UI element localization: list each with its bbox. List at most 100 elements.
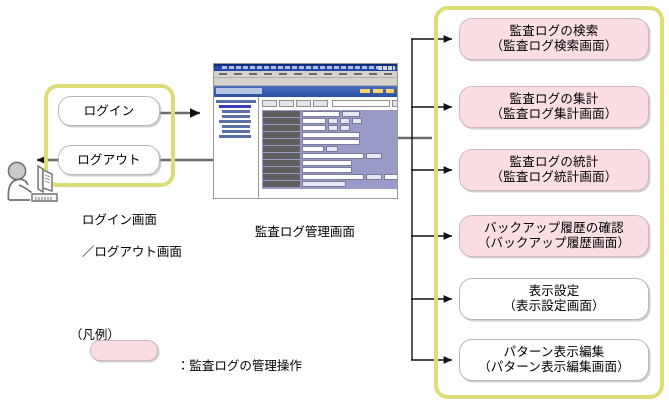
node-audit-log-search-line2: （監査ログ検索画面） xyxy=(490,39,618,53)
thumbnail-tree-item xyxy=(219,135,251,138)
thumbnail-form-label xyxy=(263,132,300,138)
thumbnail-tree-item xyxy=(222,130,250,133)
thumbnail-form-row xyxy=(263,118,397,124)
login-logout-caption: ログイン画面 ／ログアウト画面 xyxy=(68,196,182,276)
legend-swatch-audit-operation xyxy=(90,340,158,361)
thumbnail-toolbar xyxy=(214,78,397,91)
thumbnail-form-select xyxy=(328,118,338,124)
thumbnail-form-label xyxy=(263,139,300,145)
thumbnail-app-links xyxy=(360,89,394,93)
login-logout-caption-line1: ログイン画面 xyxy=(81,213,157,227)
thumbnail-form-row xyxy=(263,153,397,159)
thumbnail-form-select xyxy=(342,111,360,117)
node-audit-log-statistics-line2: （監査ログ統計画面） xyxy=(490,170,618,184)
thumbnail-button xyxy=(313,100,328,107)
thumbnail-form-row xyxy=(263,160,397,166)
node-display-settings[interactable]: 表示設定 （表示設定画面） xyxy=(459,278,649,320)
thumbnail-form-row xyxy=(263,167,397,173)
thumbnail-button xyxy=(392,100,397,107)
thumbnail-menubar xyxy=(214,71,397,78)
thumbnail-form-label xyxy=(263,160,300,166)
center-caption: 監査ログ管理画面 xyxy=(241,208,355,256)
thumbnail-form-select xyxy=(366,174,382,180)
thumbnail-form-field xyxy=(302,167,352,173)
legend-entry-label: 監査ログの管理操作 xyxy=(189,359,302,373)
thumbnail-titlebar xyxy=(214,64,397,71)
thumbnail-body xyxy=(214,97,397,198)
thumbnail-form-select xyxy=(326,146,338,152)
node-pattern-display-edit-line1: パターン表示編集 xyxy=(503,345,605,359)
node-audit-log-search-line1: 監査ログの検索 xyxy=(509,24,599,38)
thumbnail-form-label xyxy=(263,181,300,187)
thumbnail-tree-item xyxy=(222,115,250,118)
thumbnail-button-row xyxy=(262,100,397,107)
thumbnail-form-select xyxy=(340,118,350,124)
legend-heading-text: （凡例） xyxy=(69,328,120,342)
thumbnail-form-select xyxy=(328,125,338,131)
node-audit-log-statistics[interactable]: 監査ログの統計 （監査ログ統計画面） xyxy=(459,149,649,191)
thumbnail-form-row xyxy=(263,174,397,180)
audit-log-functions-group-frame xyxy=(434,6,664,399)
thumbnail-form-grid xyxy=(262,110,397,189)
node-logout[interactable]: ログアウト xyxy=(58,145,160,175)
thumbnail-form-field xyxy=(302,132,360,138)
audit-log-management-screen-thumbnail[interactable] xyxy=(213,63,398,199)
thumbnail-form-field xyxy=(302,139,360,145)
thumbnail-form-select xyxy=(352,118,362,124)
node-login-line1: ログイン xyxy=(83,103,135,118)
thumbnail-form-row xyxy=(263,132,397,138)
thumbnail-form-field xyxy=(302,146,324,152)
thumbnail-form-select xyxy=(302,181,346,187)
login-logout-group-frame xyxy=(44,84,175,187)
node-backup-history-check[interactable]: バックアップ履歴の確認 （バックアップ履歴画面） xyxy=(459,215,649,257)
node-display-settings-line1: 表示設定 xyxy=(528,284,580,298)
thumbnail-tree-item xyxy=(222,125,250,128)
thumbnail-tree-item xyxy=(216,100,256,103)
thumbnail-form-label xyxy=(263,111,300,117)
thumbnail-form-row xyxy=(263,181,397,187)
node-login[interactable]: ログイン xyxy=(58,96,160,126)
thumbnail-form-label xyxy=(263,125,300,131)
thumbnail-app-logo xyxy=(216,88,262,94)
thumbnail-form-label xyxy=(263,146,300,152)
thumbnail-form-label xyxy=(263,174,300,180)
thumbnail-form-row xyxy=(263,146,397,152)
thumbnail-button xyxy=(279,100,294,107)
thumbnail-form-field xyxy=(302,125,326,131)
thumbnail-form-field xyxy=(302,153,364,159)
node-pattern-display-edit-line2: （パターン表示編集画面） xyxy=(478,360,630,374)
thumbnail-form-label xyxy=(263,153,300,159)
node-logout-line1: ログアウト xyxy=(77,152,141,167)
thumbnail-form-select xyxy=(366,153,382,159)
node-audit-log-aggregation[interactable]: 監査ログの集計 （監査ログ集計画面） xyxy=(459,86,649,128)
thumbnail-window-title xyxy=(222,66,378,69)
thumbnail-form-select xyxy=(340,125,350,131)
thumbnail-tree-pane xyxy=(214,97,259,198)
thumbnail-window-buttons xyxy=(378,65,395,70)
login-logout-caption-line2: ／ログアウト画面 xyxy=(81,245,182,259)
thumbnail-button xyxy=(262,100,277,107)
thumbnail-form-label xyxy=(263,118,300,124)
thumbnail-form-field xyxy=(302,118,326,124)
thumbnail-appbar xyxy=(214,86,397,97)
thumbnail-form-row xyxy=(263,139,397,145)
thumbnail-form-field xyxy=(384,174,397,180)
center-caption-text: 監査ログ管理画面 xyxy=(254,225,355,239)
thumbnail-tree-item xyxy=(222,110,250,113)
node-pattern-display-edit[interactable]: パターン表示編集 （パターン表示編集画面） xyxy=(459,339,649,381)
node-audit-log-search[interactable]: 監査ログの検索 （監査ログ検索画面） xyxy=(459,18,649,60)
legend-heading: （凡例） xyxy=(56,311,120,359)
node-display-settings-line2: （表示設定画面） xyxy=(503,299,605,313)
thumbnail-main-pane xyxy=(259,97,397,198)
thumbnail-pattern-select xyxy=(332,100,390,107)
thumbnail-form-field xyxy=(302,174,364,180)
legend-entry: ：監査ログの管理操作 xyxy=(163,342,302,390)
legend-separator: ： xyxy=(176,359,190,373)
node-audit-log-statistics-line1: 監査ログの統計 xyxy=(509,155,599,169)
thumbnail-form-row xyxy=(263,111,397,117)
thumbnail-button xyxy=(296,100,311,107)
node-audit-log-aggregation-line2: （監査ログ集計画面） xyxy=(490,107,618,121)
node-audit-log-aggregation-line1: 監査ログの集計 xyxy=(509,92,599,106)
thumbnail-form-field xyxy=(302,160,352,166)
